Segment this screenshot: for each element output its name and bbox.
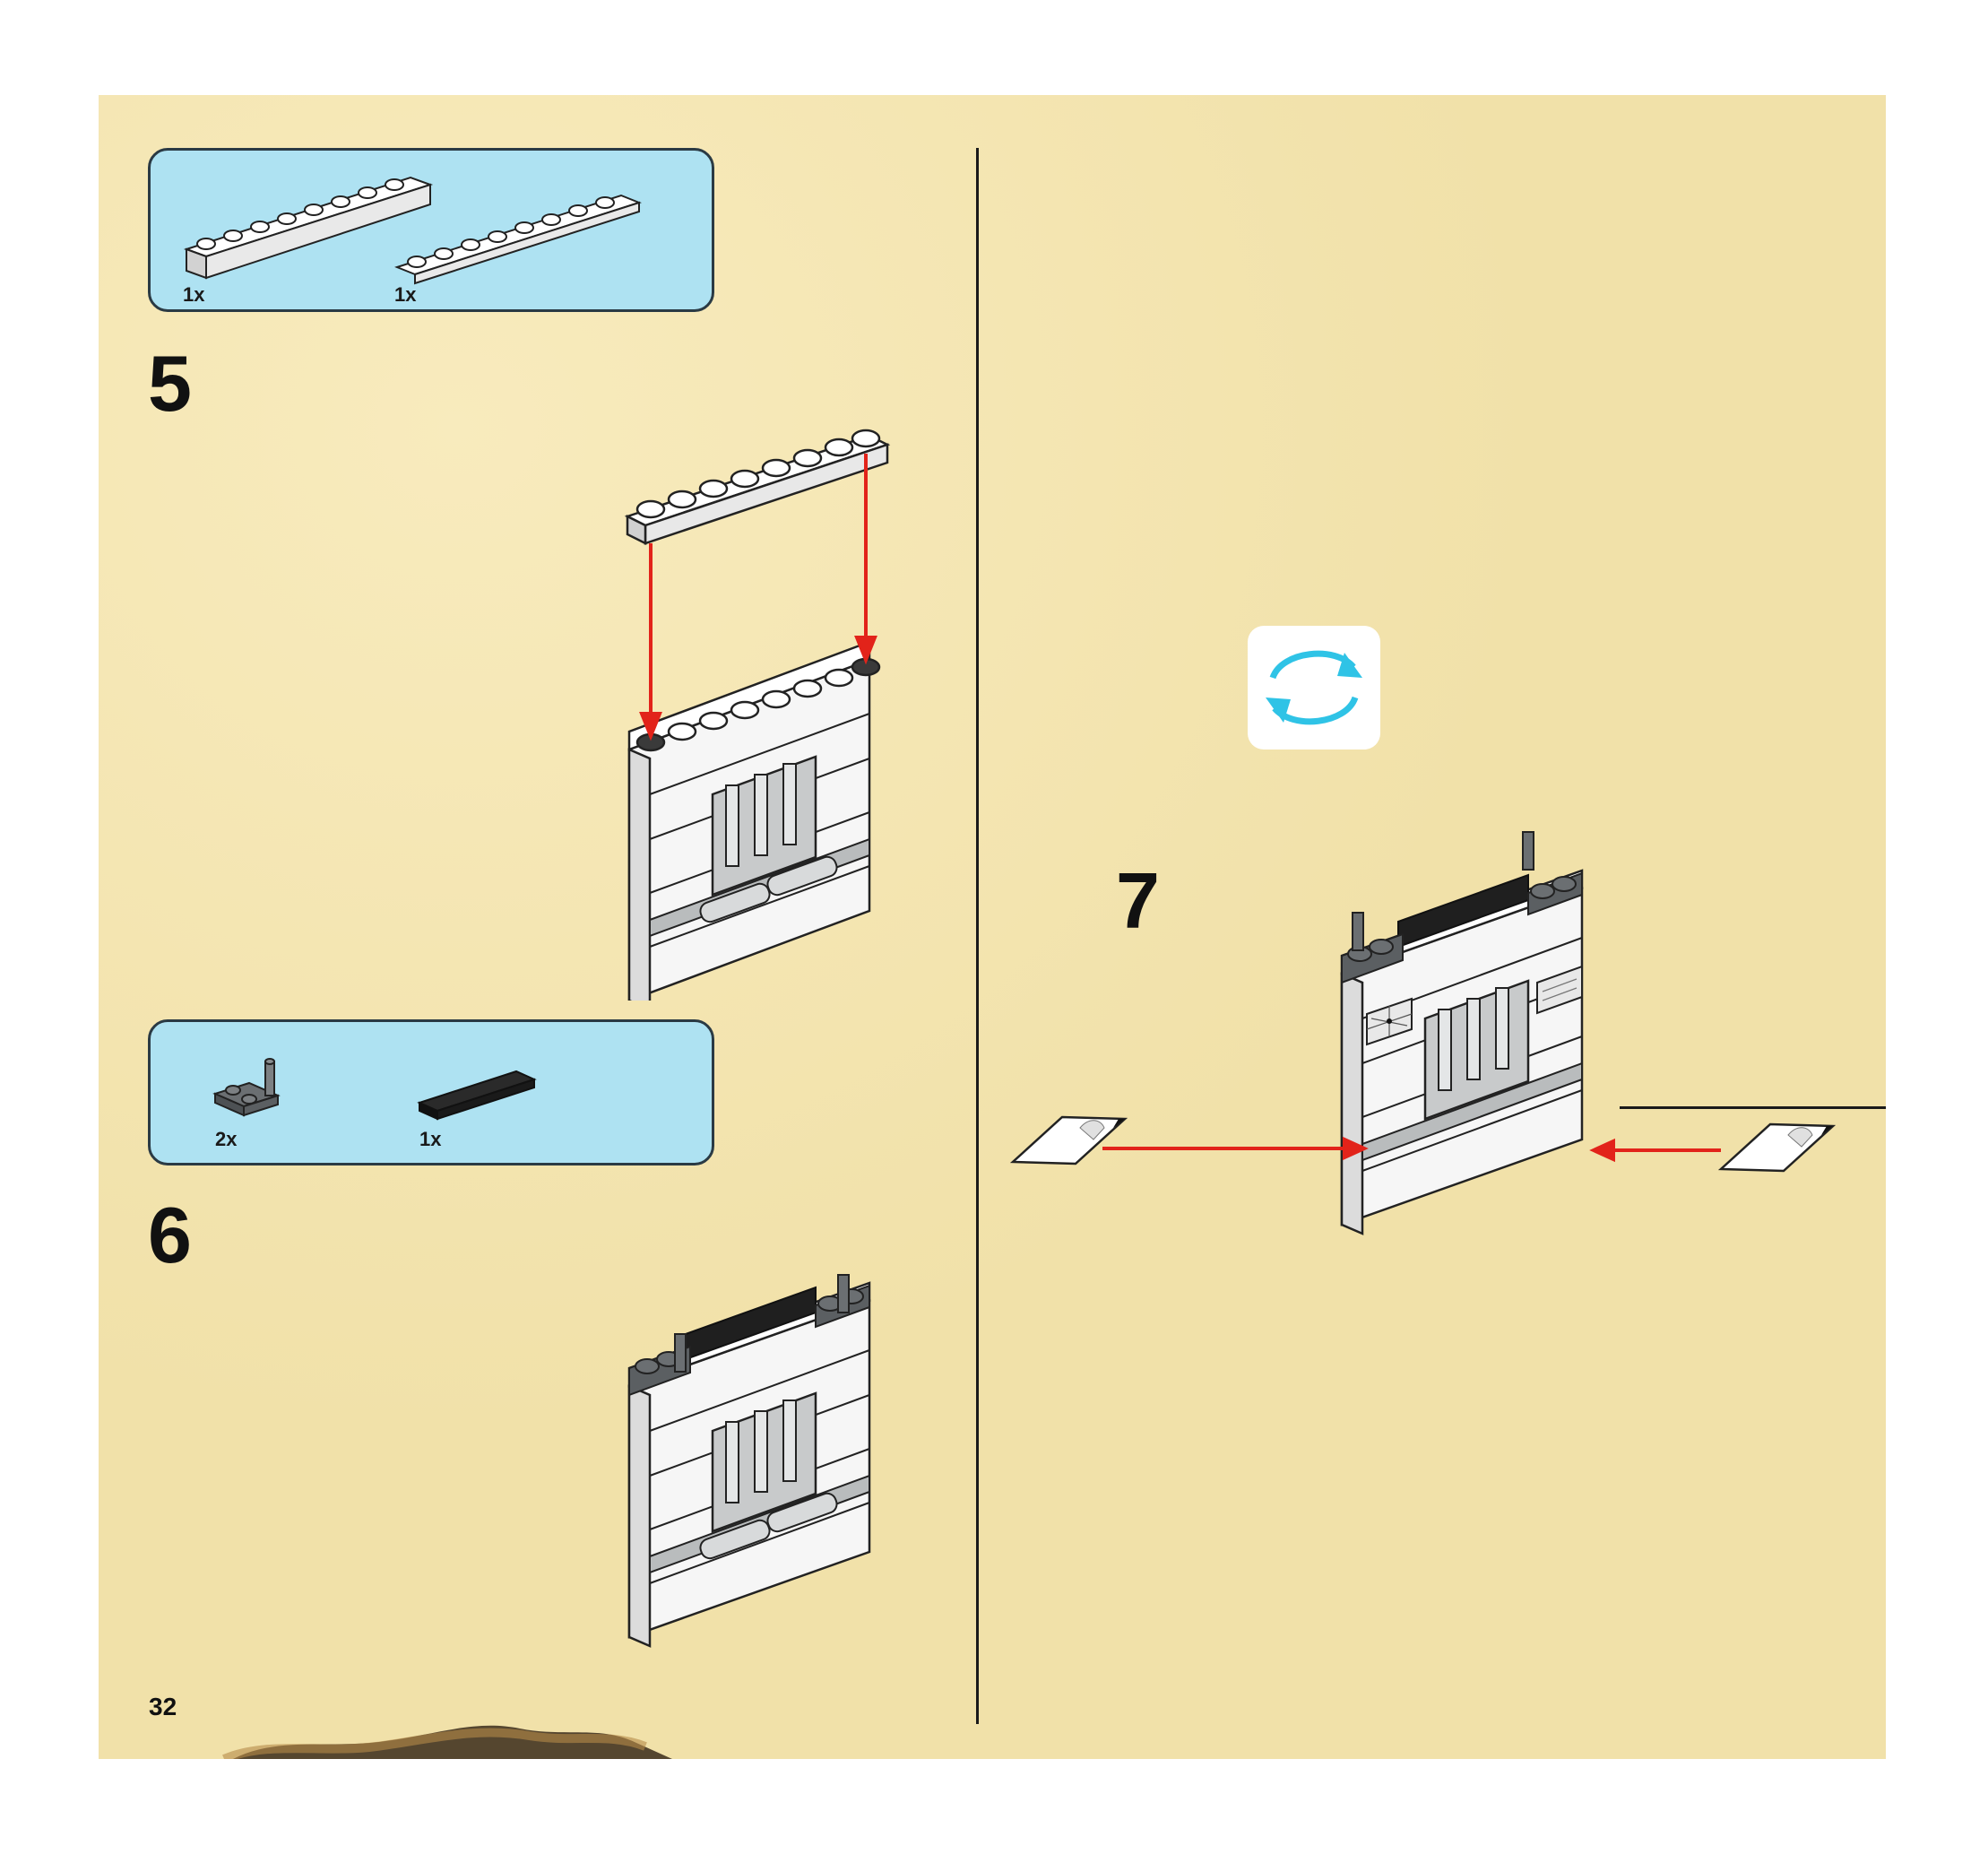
plate-with-bar-icon <box>215 1059 278 1115</box>
parts-box-step-6: 2x 1x <box>148 1019 714 1165</box>
part-quantity: 1x <box>394 283 416 307</box>
instruction-page: 1x 1x 5 <box>99 95 1886 1759</box>
white-brick-1x8-icon <box>186 178 430 278</box>
part-quantity: 2x <box>215 1128 237 1151</box>
step-7-model-illustration <box>995 794 1873 1368</box>
parts-illustration <box>151 151 717 315</box>
sticker-sheet-icon <box>1013 1117 1125 1164</box>
part-quantity: 1x <box>183 283 204 307</box>
white-plate-1x8-icon <box>397 195 639 283</box>
step-6-model-illustration <box>520 1252 986 1682</box>
part-quantity: 1x <box>419 1128 441 1151</box>
step-number: 5 <box>148 344 192 423</box>
rotate-arrows-icon <box>1248 626 1380 750</box>
step-number: 6 <box>148 1196 192 1275</box>
black-tile-icon <box>419 1071 534 1119</box>
parts-box-step-5: 1x 1x <box>148 148 714 312</box>
rotate-model-icon <box>1248 626 1380 750</box>
page-number: 32 <box>149 1693 177 1721</box>
sticker-sheet-icon <box>1721 1124 1833 1171</box>
step-5-model-illustration <box>520 391 986 1001</box>
